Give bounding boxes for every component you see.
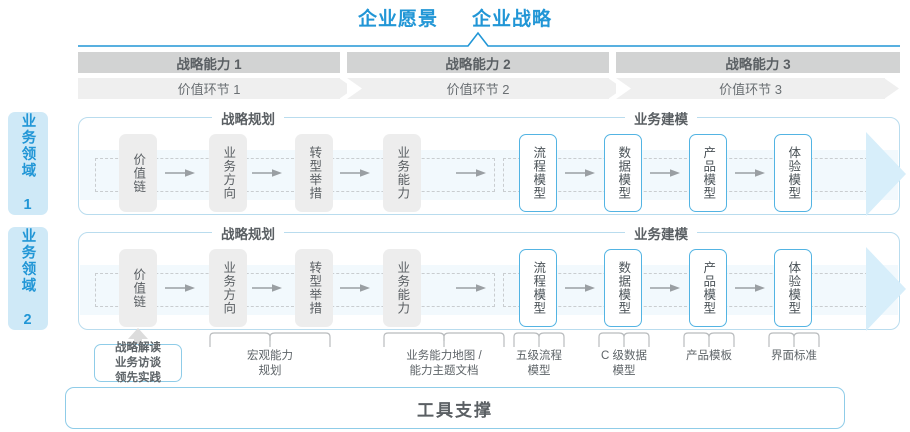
value-band-3-notch xyxy=(616,78,631,99)
step-row2-product-model-label: 产品模型 xyxy=(701,261,716,315)
step-row2-data-model[interactable]: 数据模型 xyxy=(604,249,642,327)
tool-support-bar: 工具支撑 xyxy=(65,387,845,429)
value-band-3: 价值环节 3 xyxy=(616,78,899,99)
section-head-2-modeling-label: 业务建模 xyxy=(634,227,688,242)
bracket-interface-standard xyxy=(768,332,820,347)
value-band-2: 价值环节 2 xyxy=(347,78,623,99)
tool-box-strategy-interpretation[interactable]: 战略解读 业务访谈 领先实践 xyxy=(94,342,182,384)
arrow-row1-7 xyxy=(735,169,765,177)
step-row2-value-chain-label: 价值链 xyxy=(131,267,146,309)
step-row1-experience-model-label: 体验模型 xyxy=(786,146,801,200)
arrow-row2-7 xyxy=(735,284,765,292)
arrow-row1-1 xyxy=(165,169,195,177)
step-row1-business-direction-label: 业务方向 xyxy=(221,146,236,200)
arrow-row1-4 xyxy=(456,169,486,177)
step-row1-capability[interactable]: 业务能力 xyxy=(383,134,421,212)
step-row2-product-model[interactable]: 产品模型 xyxy=(689,249,727,327)
bracket-data-model xyxy=(598,332,650,347)
section-head-1-modeling: 业务建模 xyxy=(625,110,697,127)
step-row1-value-chain[interactable]: 价值链 xyxy=(119,134,157,212)
bottom-label-macro-capability: 宏观能力 规划 xyxy=(247,350,293,377)
step-row2-transformation-label: 转型举措 xyxy=(307,261,322,315)
step-row2-value-chain[interactable]: 价值链 xyxy=(119,249,157,327)
step-row2-experience-model-label: 体验模型 xyxy=(786,261,801,315)
bracket-process-model xyxy=(513,332,565,347)
step-row2-process-model[interactable]: 流程模型 xyxy=(519,249,557,327)
arrow-row2-1 xyxy=(165,284,195,292)
step-row1-process-model[interactable]: 流程模型 xyxy=(519,134,557,212)
domain-label-1: 业务领域 1 xyxy=(8,112,48,215)
section-head-1-planning: 战略规划 xyxy=(212,110,284,127)
arrow-row1-2 xyxy=(252,169,282,177)
value-band-1-label: 价值环节 1 xyxy=(177,82,241,97)
arrow-row2-4 xyxy=(456,284,486,292)
bottom-label-capability-map: 业务能力地图 / 能力主题文档 xyxy=(406,350,482,377)
bracket-capability-map xyxy=(383,332,505,347)
step-row2-business-direction-label: 业务方向 xyxy=(221,261,236,315)
section-head-2-planning: 战略规划 xyxy=(212,225,284,242)
title-vision: 企业愿景 xyxy=(357,9,438,30)
title-strategy: 企业战略 xyxy=(472,9,553,30)
tool-support-label: 工具支撑 xyxy=(417,400,493,420)
step-row2-experience-model[interactable]: 体验模型 xyxy=(774,249,812,327)
bracket-product-template xyxy=(683,332,735,347)
title-connector-line xyxy=(78,31,900,47)
arrow-row2-2 xyxy=(252,284,282,292)
step-row1-product-model[interactable]: 产品模型 xyxy=(689,134,727,212)
step-row2-transformation[interactable]: 转型举措 xyxy=(295,249,333,327)
capability-band-1-label: 战略能力 1 xyxy=(176,56,242,72)
step-row1-process-model-label: 流程模型 xyxy=(531,146,546,200)
bracket-macro-capability xyxy=(209,332,331,347)
domain-label-2: 业务领域 2 xyxy=(8,227,48,330)
domain-label-1-text: 业务领域 1 xyxy=(19,112,36,215)
section-head-2-modeling: 业务建模 xyxy=(625,225,697,242)
step-row1-product-model-label: 产品模型 xyxy=(701,146,716,200)
step-row2-process-model-label: 流程模型 xyxy=(531,261,546,315)
step-row1-business-direction[interactable]: 业务方向 xyxy=(209,134,247,212)
arrow-row1-3 xyxy=(340,169,370,177)
step-row1-capability-label: 业务能力 xyxy=(395,146,410,200)
tool-support-up-arrow xyxy=(128,328,148,350)
arrow-row2-5 xyxy=(565,284,595,292)
arrow-row1-6 xyxy=(650,169,680,177)
step-row2-capability[interactable]: 业务能力 xyxy=(383,249,421,327)
section-head-1-planning-label: 战略规划 xyxy=(221,112,275,127)
row-2-dashed-track-right xyxy=(503,273,873,307)
capability-band-1: 战略能力 1 xyxy=(78,52,340,73)
step-row1-transformation-label: 转型举措 xyxy=(307,146,322,200)
bottom-label-process-model: 五级流程 模型 xyxy=(516,350,562,377)
step-row1-data-model-label: 数据模型 xyxy=(616,146,631,200)
value-band-2-label: 价值环节 2 xyxy=(446,82,510,97)
step-row1-value-chain-label: 价值链 xyxy=(131,152,146,194)
step-row2-data-model-label: 数据模型 xyxy=(616,261,631,315)
value-band-3-arrowtip xyxy=(884,78,899,99)
bottom-label-product-template: 产品模板 xyxy=(686,350,732,362)
diagram-title: 企业愿景 企业战略 xyxy=(0,4,910,31)
step-row2-capability-label: 业务能力 xyxy=(395,261,410,315)
value-band-1: 价值环节 1 xyxy=(78,78,354,99)
bottom-label-data-model: C 级数据 模型 xyxy=(601,350,647,377)
value-band-3-label: 价值环节 3 xyxy=(719,82,782,97)
domain-label-2-text: 业务领域 2 xyxy=(19,227,36,330)
step-row1-experience-model[interactable]: 体验模型 xyxy=(774,134,812,212)
step-row1-transformation[interactable]: 转型举措 xyxy=(295,134,333,212)
arrow-row2-3 xyxy=(340,284,370,292)
bottom-label-interface-standard: 界面标准 xyxy=(771,350,817,362)
section-head-2-planning-label: 战略规划 xyxy=(221,227,275,242)
row-1-dashed-track-right xyxy=(503,158,873,192)
section-head-1-modeling-label: 业务建模 xyxy=(634,112,688,127)
capability-band-2-label: 战略能力 2 xyxy=(445,56,511,72)
capability-band-3: 战略能力 3 xyxy=(616,52,900,73)
capability-band-3-label: 战略能力 3 xyxy=(725,56,791,72)
capability-band-2: 战略能力 2 xyxy=(347,52,609,73)
step-row1-data-model[interactable]: 数据模型 xyxy=(604,134,642,212)
arrow-row2-6 xyxy=(650,284,680,292)
arrow-row1-5 xyxy=(565,169,595,177)
step-row2-business-direction[interactable]: 业务方向 xyxy=(209,249,247,327)
value-band-2-notch xyxy=(347,78,362,99)
